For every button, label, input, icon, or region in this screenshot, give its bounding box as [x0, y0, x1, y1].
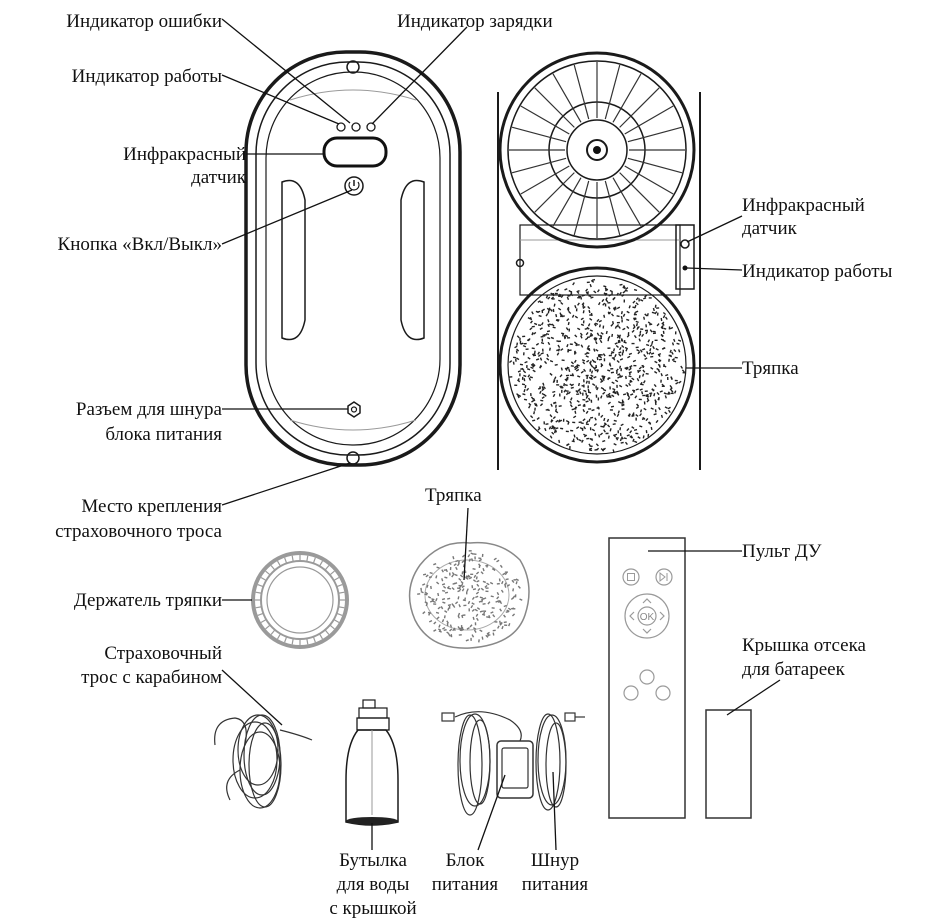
label-ir-sensor-front-line1: Инфракрасный: [123, 144, 246, 165]
label-safety-rope-line1: Страховочный: [104, 643, 222, 664]
mode-icon: [640, 670, 654, 684]
error-indicator-led: [352, 123, 360, 131]
battery-cover-image: [706, 710, 751, 818]
label-ir-sensor-front-line2: датчик: [191, 167, 247, 188]
label-error-indicator: Индикатор ошибки: [66, 11, 222, 32]
side-sensor-module: [676, 225, 694, 289]
power-supply-image: [442, 712, 533, 815]
label-bottle-line1: Бутылка: [339, 850, 407, 871]
cloth-holder-image: [253, 553, 347, 647]
arrow-right-icon: [660, 612, 664, 620]
play-pause-icon: [656, 569, 672, 585]
label-cloth-holder: Держатель тряпки: [74, 590, 222, 611]
label-battery-cover-line2: для батареек: [742, 659, 846, 680]
safety-rope-image: [215, 715, 312, 808]
label-ir-sensor-back-line1: Инфракрасный: [742, 195, 865, 216]
robot-back-view: [498, 53, 700, 470]
label-cloth-back: Тряпка: [742, 358, 799, 379]
work-indicator-back-led: [683, 266, 688, 271]
label-safety-rope-line2: трос с карабином: [81, 667, 222, 688]
label-work-indicator-front: Индикатор работы: [72, 66, 223, 87]
safety-mount-top-icon: [347, 61, 359, 73]
power-jack-icon: [348, 402, 360, 417]
label-cord-line2: питания: [522, 874, 589, 895]
label-power-jack-line1: Разъем для шнура: [76, 399, 223, 420]
charge-indicator-led: [367, 123, 375, 131]
power-cord-image: [536, 713, 585, 810]
label-power-jack-line2: блока питания: [105, 424, 222, 445]
label-power-button: Кнопка «Вкл/Выкл»: [58, 234, 222, 255]
label-safety-mount-line1: Место крепления: [81, 496, 222, 517]
label-cord-line1: Шнур: [531, 850, 579, 871]
water-bottle-image: [346, 700, 398, 825]
arrow-down-icon: [643, 629, 651, 633]
cloth-image: [410, 543, 529, 649]
label-battery-cover-line1: Крышка отсека: [742, 635, 867, 656]
label-psu-line2: питания: [432, 874, 499, 895]
labels: Индикатор ошибки Индикатор зарядки Индик…: [55, 11, 893, 919]
ok-button-label: OK: [640, 612, 655, 623]
remote-control-image: OK: [609, 538, 685, 818]
label-psu-line1: Блок: [446, 850, 486, 871]
safety-mount-bottom-icon: [347, 452, 359, 464]
arrow-up-icon: [643, 599, 651, 603]
label-work-indicator-back: Индикатор работы: [742, 261, 893, 282]
label-charge-indicator: Индикатор зарядки: [397, 11, 553, 32]
label-cloth-accessory: Тряпка: [425, 485, 482, 506]
label-remote: Пульт ДУ: [742, 541, 822, 562]
label-bottle-line2: для воды: [337, 874, 410, 895]
remote-body: [609, 538, 685, 818]
stop-icon: [623, 569, 639, 585]
ir-sensor-window: [324, 138, 386, 166]
label-bottle-line3: с крышкой: [329, 898, 416, 919]
robot-front-view: [246, 52, 460, 465]
label-safety-mount-line2: страховочного троса: [55, 521, 222, 542]
arrow-left-icon: [630, 612, 634, 620]
label-ir-sensor-back-line2: датчик: [742, 218, 798, 239]
cloth-wheel: [500, 268, 694, 462]
